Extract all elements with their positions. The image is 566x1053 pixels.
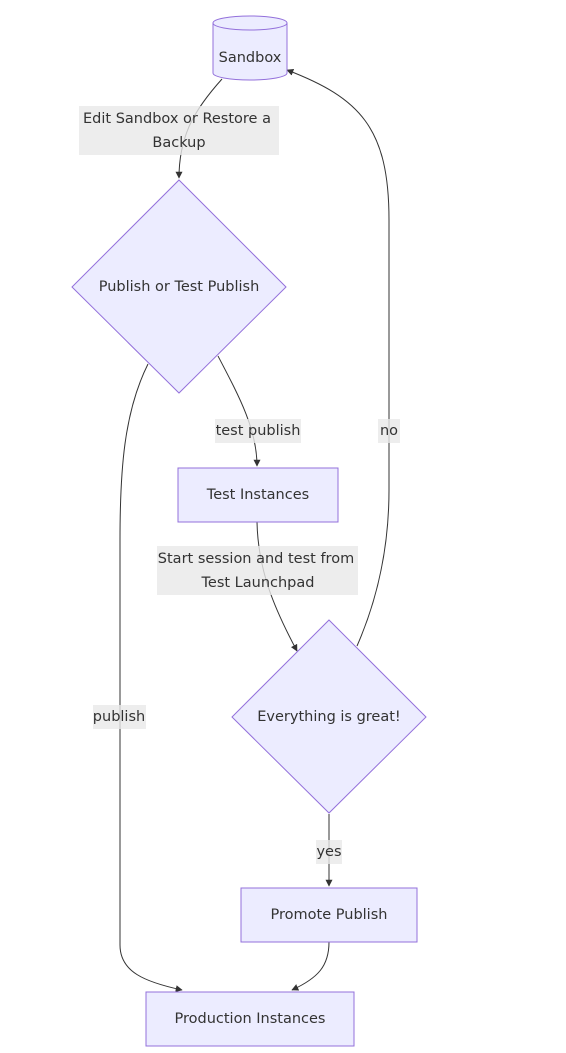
edge-label-edit-restore-line1: Edit Sandbox or Restore a xyxy=(83,111,271,127)
edge-label-start-session: Start session and test from Test Launchp… xyxy=(157,546,358,595)
edge-label-edit-restore: Edit Sandbox or Restore a Backup xyxy=(79,106,279,155)
promote-publish-box xyxy=(240,887,418,943)
node-publish-decision[interactable]: Publish or Test Publish xyxy=(71,179,287,394)
production-instances-box xyxy=(145,991,355,1047)
edge-label-edit-restore-line2: Backup xyxy=(152,135,205,151)
edge-label-start-session-line1: Start session and test from xyxy=(158,551,354,567)
node-production-instances[interactable]: Production Instances xyxy=(145,991,355,1047)
node-test-instances[interactable]: Test Instances xyxy=(177,467,339,523)
edge-publish-decision-to-production xyxy=(119,363,183,993)
sandbox-cylinder-rim xyxy=(212,22,288,31)
edge-label-publish-text: publish xyxy=(93,709,145,725)
edge-label-test-publish-text: test publish xyxy=(216,423,301,439)
edge-label-test-publish: test publish xyxy=(215,419,301,443)
node-test-instances-label: Test Instances xyxy=(206,487,309,503)
publish-decision-diamond xyxy=(71,179,287,394)
node-promote-publish[interactable]: Promote Publish xyxy=(240,887,418,943)
edge-promote-to-production xyxy=(291,941,330,991)
edge-label-yes: yes xyxy=(316,840,342,864)
nodes: Sandbox Publish or Test Publish Test Ins… xyxy=(71,15,427,1047)
edge-publish-decision-to-test-instances xyxy=(217,355,261,467)
node-promote-publish-label: Promote Publish xyxy=(271,907,388,923)
edge-label-publish: publish xyxy=(93,705,146,729)
edge-label-start-session-line2: Test Launchpad xyxy=(201,575,315,591)
edge-label-yes-text: yes xyxy=(316,844,341,860)
node-sandbox-label: Sandbox xyxy=(219,50,282,66)
sandbox-cylinder-icon xyxy=(212,15,288,81)
node-production-instances-label: Production Instances xyxy=(175,1011,326,1027)
edge-labels: Edit Sandbox or Restore a Backup test pu… xyxy=(79,106,400,864)
node-everything-great[interactable]: Everything is great! xyxy=(231,619,427,814)
edge-everything-great-to-sandbox xyxy=(286,68,390,647)
edge-label-no: no xyxy=(378,419,400,443)
node-publish-decision-label: Publish or Test Publish xyxy=(99,279,260,295)
everything-great-diamond xyxy=(231,619,427,814)
node-sandbox[interactable]: Sandbox xyxy=(212,15,288,81)
test-instances-box xyxy=(177,467,339,523)
edge-label-no-text: no xyxy=(380,423,398,439)
node-everything-great-label: Everything is great! xyxy=(257,709,400,725)
